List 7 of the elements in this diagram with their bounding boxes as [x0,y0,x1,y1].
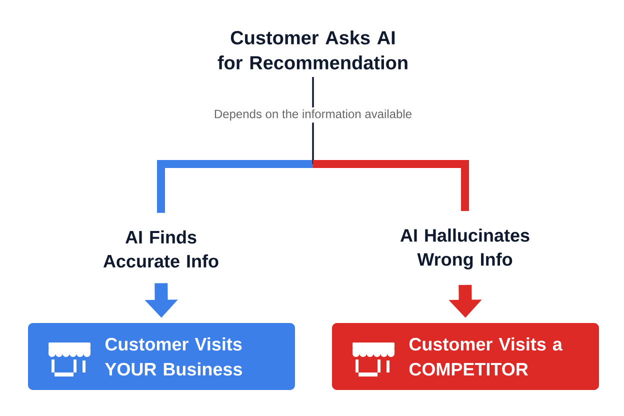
outcome-box: Customer Visits a COMPETITOR [332,323,599,390]
edge-label: Depends on the information available [212,107,414,123]
outcome-label: AI Hallucinates Wrong Info [400,228,530,270]
outcome-label: AI Finds Accurate Info [103,230,218,268]
outcome-box: Customer Visits YOUR Business [28,323,295,390]
title: Customer Asks AI for Recommendation [218,30,408,70]
connector [312,77,469,212]
